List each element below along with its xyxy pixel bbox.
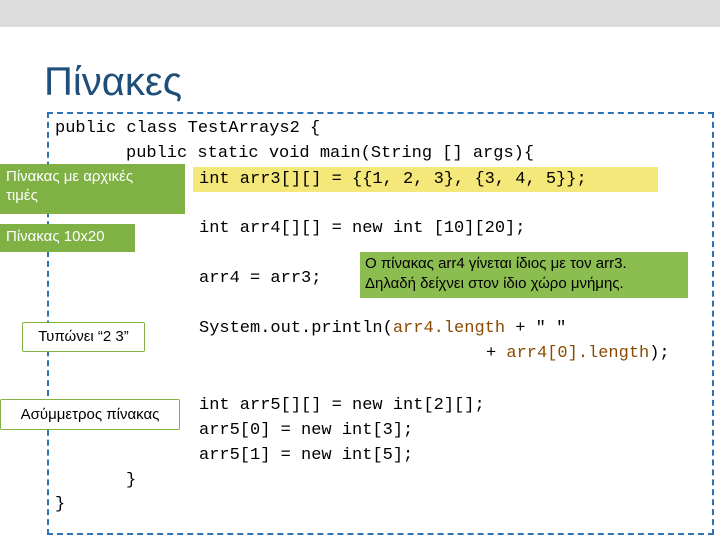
code-line-arr5: int arr5[][] = new int[2][];: [199, 396, 485, 415]
code-line-println: System.out.println(arr4.length + " ": [199, 316, 566, 341]
code-line-main: public static void main(String [] args){: [126, 144, 535, 163]
code-println-space: + " ": [505, 319, 567, 338]
note-arr4-same-as-arr3: Ο πίνακας arr4 γίνεται ίδιος με τον arr3…: [360, 252, 688, 298]
code-line-arr5-0: arr5[0] = new int[3];: [199, 421, 414, 440]
code-println-call: System.out.println(: [199, 319, 393, 338]
code-line-assign: arr4 = arr3;: [199, 269, 322, 288]
code-arr4-length: arr4.length: [392, 319, 506, 338]
label-prints-text: Τυπώνει “2 3”: [38, 328, 129, 345]
code-plus: +: [486, 344, 507, 363]
code-close-paren: );: [649, 344, 670, 363]
label-array-10x20: Πίνακας 10x20: [0, 224, 135, 252]
label-initialized-line1: Πίνακας με αρχικές: [6, 168, 134, 185]
note-line1: Ο πίνακας arr4 γίνεται ίδιος με τον arr3…: [365, 255, 627, 272]
slide-title: Πίνακες: [44, 60, 183, 104]
code-line-println-cont: + arr4[0].length);: [486, 341, 670, 366]
note-line2: Δηλαδή δείχνει στον ίδιο χώρο μνήμης.: [365, 275, 624, 292]
code-highlight: [193, 167, 658, 192]
label-initialized-line2: τιμές: [6, 187, 38, 204]
label-asymmetric-text: Ασύμμετρος πίνακας: [20, 406, 160, 423]
label-initialized-array: Πίνακας με αρχικές τιμές: [0, 164, 185, 214]
top-bar: [0, 0, 720, 27]
code-line-arr3: int arr3[][] = {{1, 2, 3}, {3, 4, 5}};: [199, 170, 587, 189]
label-asymmetric-array: Ασύμμετρος πίνακας: [0, 399, 180, 430]
code-line-arr5-1: arr5[1] = new int[5];: [199, 446, 414, 465]
label-array-10x20-text: Πίνακας 10x20: [6, 228, 105, 245]
code-arr4-row-length: arr4[0].length: [506, 344, 650, 363]
code-line-class: public class TestArrays2 {: [55, 119, 321, 138]
code-close-class: }: [55, 495, 66, 514]
label-prints: Τυπώνει “2 3”: [22, 322, 145, 352]
code-close-main: }: [126, 471, 137, 490]
code-line-arr4: int arr4[][] = new int [10][20];: [199, 219, 526, 238]
